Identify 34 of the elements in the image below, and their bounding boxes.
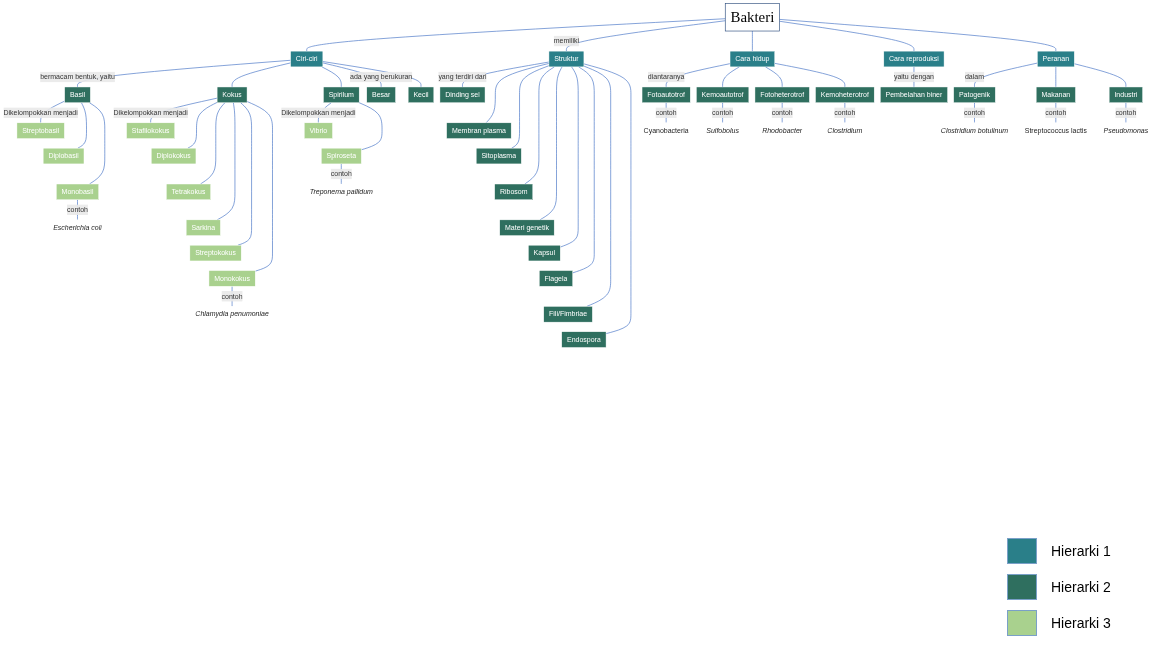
connector [216, 102, 236, 221]
legend-label: Hierarki 1 [1051, 543, 1111, 559]
connector [187, 102, 218, 149]
connector [77, 102, 87, 149]
connector [246, 101, 273, 272]
connector [765, 66, 783, 88]
connector [485, 63, 550, 124]
connector [77, 59, 291, 88]
connector [583, 63, 632, 334]
connector [321, 66, 342, 88]
connector [974, 62, 1038, 88]
connector [572, 66, 595, 274]
connector [358, 102, 383, 151]
connector [779, 20, 915, 52]
connector [752, 30, 753, 52]
legend-label: Hierarki 2 [1051, 579, 1111, 595]
connector [306, 18, 726, 52]
connector [779, 19, 1057, 52]
connector [524, 66, 555, 185]
connector [231, 62, 291, 88]
connector [722, 66, 740, 88]
connector [559, 66, 579, 248]
connector [1073, 63, 1127, 88]
connector [89, 102, 106, 185]
connector [583, 65, 612, 307]
legend-label: Hierarki 3 [1051, 615, 1111, 631]
connector [200, 102, 226, 185]
connector [511, 65, 550, 149]
node-box: Bakteri [724, 3, 780, 32]
connector [539, 66, 563, 221]
connector [1055, 66, 1057, 88]
connector [237, 102, 252, 246]
connector [566, 20, 726, 52]
connector [774, 63, 846, 88]
